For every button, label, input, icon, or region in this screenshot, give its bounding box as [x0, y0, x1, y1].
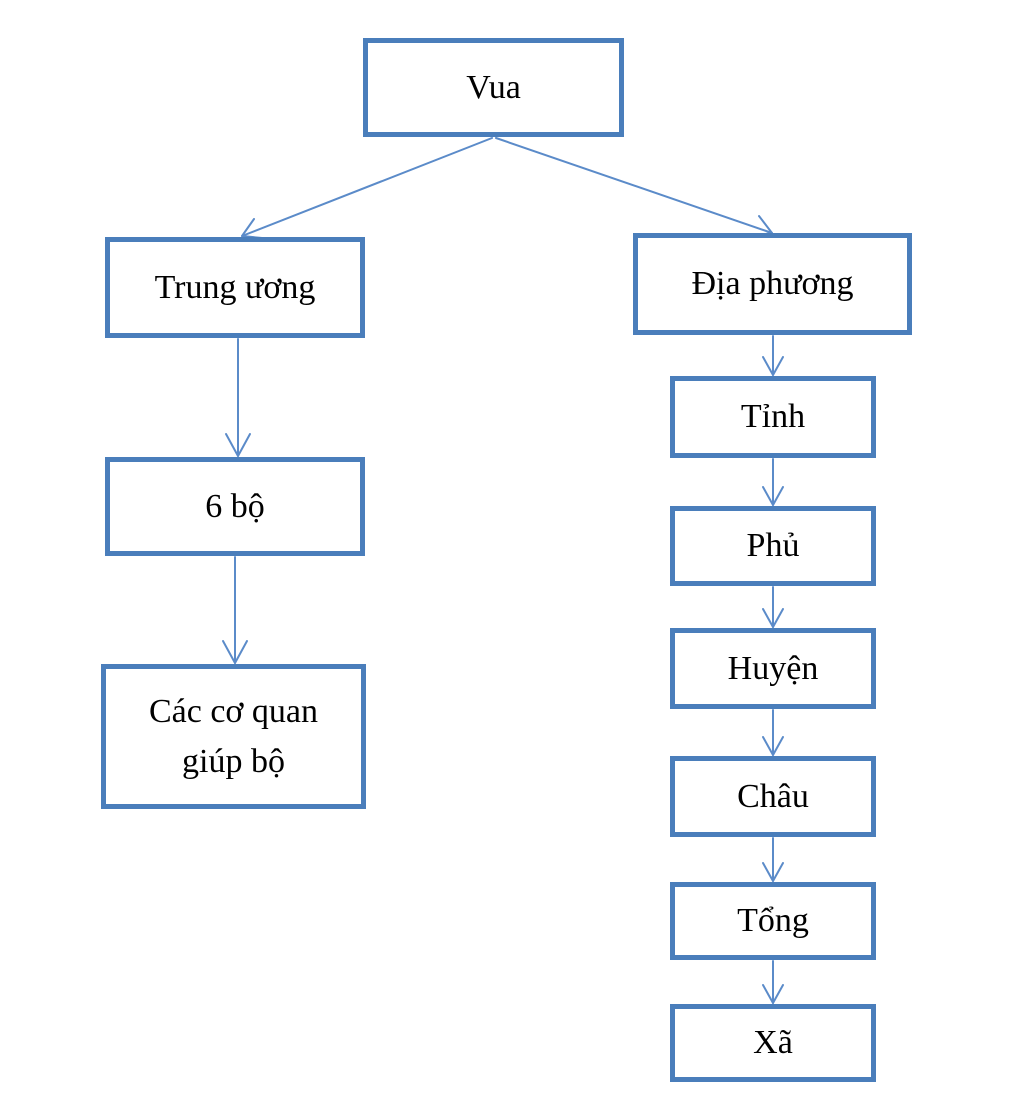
edge-tinh-phu — [762, 458, 784, 506]
edge-trung-uong-6-bo — [225, 338, 251, 457]
node-dia-phuong: Địa phương — [633, 233, 912, 335]
edge-dia-phuong-tinh — [762, 335, 784, 376]
edge-tong-xa — [762, 960, 784, 1004]
node-huyen-label: Huyện — [727, 649, 819, 687]
edge-huyen-chau — [762, 709, 784, 756]
node-chau: Châu — [670, 756, 876, 837]
node-vua: Vua — [363, 38, 624, 137]
node-phu-label: Phủ — [746, 527, 800, 565]
node-trung-uong-label: Trung ương — [154, 268, 316, 306]
node-tinh-label: Tỉnh — [740, 398, 806, 436]
edge-vua-dia-phuong — [495, 137, 773, 237]
node-phu: Phủ — [670, 506, 876, 586]
node-xa: Xã — [670, 1004, 876, 1082]
node-trung-uong: Trung ương — [105, 237, 365, 338]
node-cac-co-quan-label-line1: Các cơ quan — [148, 693, 319, 731]
node-vua-label: Vua — [466, 68, 521, 106]
edge-chau-tong — [762, 837, 784, 882]
node-huyen: Huyện — [670, 628, 876, 709]
node-tong-label: Tổng — [737, 902, 809, 940]
node-tinh: Tỉnh — [670, 376, 876, 458]
node-6-bo-label: 6 bộ — [205, 487, 265, 525]
node-chau-label: Châu — [737, 777, 809, 815]
node-cac-co-quan-giup-bo: Các cơ quan giúp bộ — [101, 664, 366, 809]
edge-vua-trung-uong — [241, 137, 493, 239]
edge-6-bo-co-quan — [222, 556, 248, 664]
node-6-bo: 6 bộ — [105, 457, 365, 556]
edge-phu-huyen — [762, 586, 784, 628]
node-xa-label: Xã — [753, 1024, 793, 1062]
node-tong: Tổng — [670, 882, 876, 960]
node-cac-co-quan-label-line2: giúp bộ — [182, 742, 285, 780]
node-dia-phuong-label: Địa phương — [691, 265, 854, 303]
